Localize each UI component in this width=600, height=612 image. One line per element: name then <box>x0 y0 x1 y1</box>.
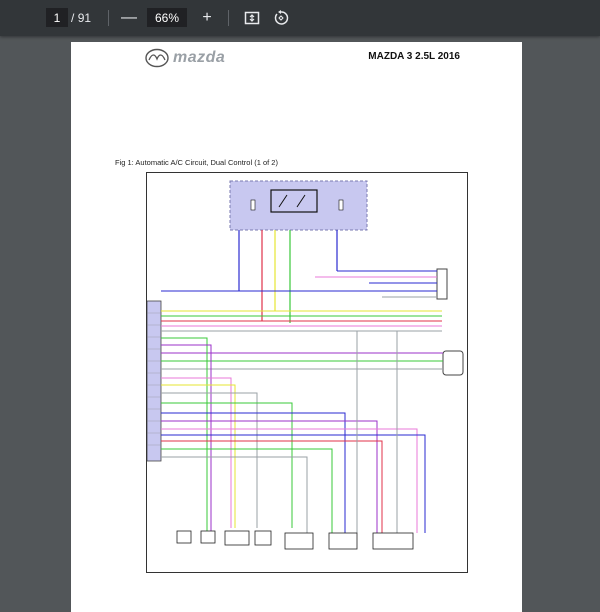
actuator-component <box>176 530 192 544</box>
page-header-title: MAZDA 3 2.5L 2016 <box>368 51 460 62</box>
wire-purple <box>161 344 212 533</box>
wiring-diagram <box>146 172 468 573</box>
zoom-out-button[interactable]: — <box>118 7 140 29</box>
blower-connector <box>436 268 448 300</box>
fuse <box>250 199 256 211</box>
wire-blue <box>161 434 426 533</box>
temperature-sensor <box>200 530 216 544</box>
air-mix-actuator <box>284 532 314 550</box>
wire-green <box>161 448 333 533</box>
wiring-diagram-svg <box>146 180 464 550</box>
ac-control-unit <box>224 530 250 546</box>
fit-page-button[interactable] <box>241 7 263 29</box>
current-page-value: 1 <box>53 10 61 25</box>
figure-caption: Fig 1: Automatic A/C Circuit, Dual Contr… <box>115 158 278 167</box>
page-number-input[interactable]: 1 <box>46 8 68 27</box>
wire-purple <box>161 420 378 533</box>
air-mix-actuator-left <box>328 532 358 550</box>
wire-pink <box>161 377 232 528</box>
wire-red <box>161 440 383 533</box>
ac-relay <box>270 189 318 213</box>
toolbar-divider <box>108 10 109 26</box>
brand-wordmark: mazda <box>173 49 226 66</box>
wire-green <box>161 402 293 528</box>
fit-page-icon <box>244 11 260 25</box>
wire-gray <box>161 392 258 528</box>
wire-yellow <box>161 384 236 528</box>
rotate-button[interactable] <box>270 7 292 29</box>
zoom-level-value: 66% <box>154 10 180 25</box>
humidity-sensor <box>254 530 272 546</box>
brand-logo: mazda <box>145 48 245 70</box>
wire-gray <box>161 456 308 533</box>
toolbar-divider <box>228 10 229 26</box>
document-page: mazda MAZDA 3 2.5L 2016 Fig 1: Automatic… <box>71 42 522 612</box>
zoom-level-input[interactable]: 66% <box>147 8 187 27</box>
total-pages-value: 91 <box>77 11 92 25</box>
rotate-icon <box>274 10 289 25</box>
wire-pink <box>161 428 418 533</box>
wire-green <box>161 337 208 533</box>
minus-icon: — <box>121 9 137 26</box>
fuse <box>338 199 344 211</box>
page-total: / 91 <box>71 11 91 25</box>
mode-actuator <box>372 532 414 550</box>
zoom-in-button[interactable]: + <box>196 7 218 29</box>
sensor-component <box>442 350 464 376</box>
plus-icon: + <box>202 9 212 26</box>
page-separator: / <box>71 11 75 25</box>
mazda-logo-icon <box>145 48 169 68</box>
relay-switch <box>278 194 306 208</box>
wire-blue <box>161 412 346 533</box>
pdf-toolbar: 1 / 91 — 66% + <box>0 0 600 36</box>
